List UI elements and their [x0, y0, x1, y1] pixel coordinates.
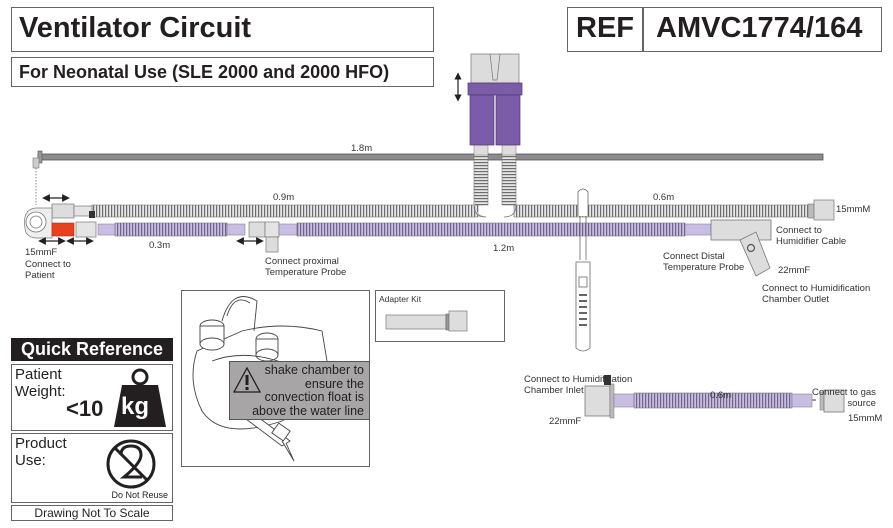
- warning-text: shake chamber to ensure the convection f…: [252, 363, 364, 418]
- exp-limb-right-length: 0.6m: [653, 192, 675, 203]
- ref-value: AMVC1774/164: [656, 12, 863, 44]
- insp-short-length: 0.3m: [149, 240, 171, 251]
- inlet-size-label: 22mmF: [549, 416, 582, 427]
- patient-weight-value: <10: [66, 396, 104, 421]
- gas-size-label: 15mmM: [848, 413, 883, 424]
- do-not-reuse-caption: Do Not Reuse: [111, 490, 168, 500]
- adapter-kit-panel: Adapter Kit: [375, 290, 505, 342]
- do-not-reuse-icon: [106, 439, 156, 489]
- ref-divider: [642, 8, 644, 51]
- patient-connector-15mmF: [51, 222, 75, 237]
- patient-wye: [24, 207, 97, 239]
- inspiratory-limb: [97, 219, 772, 277]
- ventilator-hoses: [473, 144, 517, 218]
- exp-limb-left-length: 0.9m: [273, 192, 295, 203]
- weight-icon: [114, 368, 166, 427]
- dry-line-length: 0.6m: [710, 390, 732, 401]
- support-arm: [32, 150, 824, 205]
- support-arm-length: 1.8m: [351, 143, 373, 154]
- outlet-size-label: 22mmF: [778, 265, 811, 276]
- ref-label: REF: [576, 12, 634, 44]
- warning-triangle-icon: [233, 366, 262, 393]
- warning-note: shake chamber to ensure the convection f…: [229, 361, 370, 420]
- insp-long-length: 1.2m: [493, 243, 515, 254]
- ref-box: REF AMVC1774/164: [567, 7, 882, 52]
- patient-size-label: 15mmF: [25, 247, 58, 258]
- adapter-illustration: [385, 310, 468, 332]
- ventilator-connector: [454, 53, 523, 146]
- dry-line: [584, 375, 845, 419]
- subtitle-box: For Neonatal Use (SLE 2000 and 2000 HFO): [11, 57, 434, 87]
- drawing-not-to-scale: Drawing Not To Scale: [11, 505, 173, 521]
- page-subtitle: For Neonatal Use (SLE 2000 and 2000 HFO): [19, 62, 390, 82]
- tube-clip: [575, 188, 591, 352]
- patient-weight-unit: kg: [121, 393, 150, 420]
- adapter-kit-title: Adapter Kit: [379, 294, 422, 304]
- page-title: Ventilator Circuit: [19, 12, 252, 44]
- expiratory-limb: [51, 199, 835, 221]
- exp-end-size-label: 15mmM: [836, 204, 871, 215]
- quick-reference-header: Quick Reference: [11, 338, 173, 361]
- adjust-arrows: [38, 194, 264, 245]
- title-box: Ventilator Circuit: [11, 7, 434, 52]
